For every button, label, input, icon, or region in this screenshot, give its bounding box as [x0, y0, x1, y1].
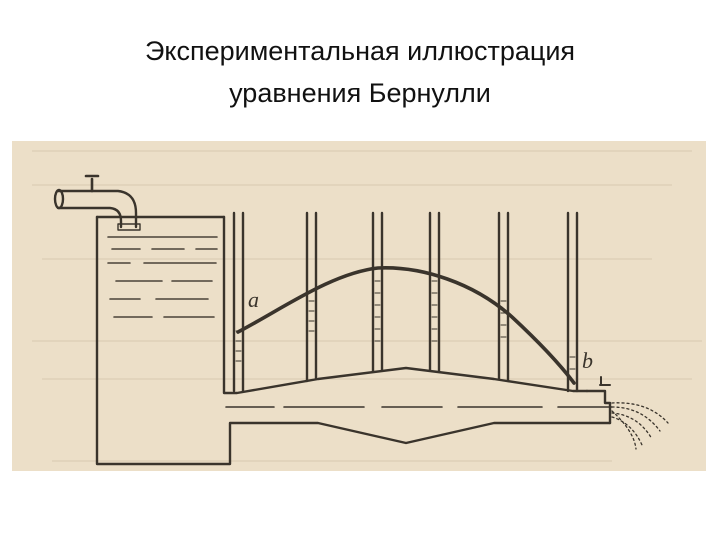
channel-upper-wall [222, 215, 589, 395]
piezometer-tube-4 [428, 211, 441, 373]
reservoir-water-lines [107, 236, 218, 318]
title-line-2: уравнения Бернулли [229, 78, 491, 108]
slide-title: Экспериментальная иллюстрация уравнения … [0, 30, 720, 114]
bernoulli-apparatus-figure: a b [12, 141, 706, 471]
supply-pipe [53, 188, 141, 231]
reservoir-tank [95, 215, 612, 466]
label-a: a [248, 287, 259, 312]
pressure-head-curve [236, 266, 576, 385]
title-line-1: Экспериментальная иллюстрация [144, 36, 576, 66]
label-b: b [582, 348, 593, 373]
paper-background [12, 141, 706, 471]
piezometer-tube-5 [497, 211, 510, 383]
outlet-nozzle [585, 376, 612, 425]
piezometer-tube-6 [566, 211, 579, 393]
piezometer-tube-3 [371, 211, 384, 373]
supply-valve-icon [84, 174, 100, 193]
outflow-jet [611, 402, 669, 450]
bleed-through-texture [32, 150, 702, 462]
